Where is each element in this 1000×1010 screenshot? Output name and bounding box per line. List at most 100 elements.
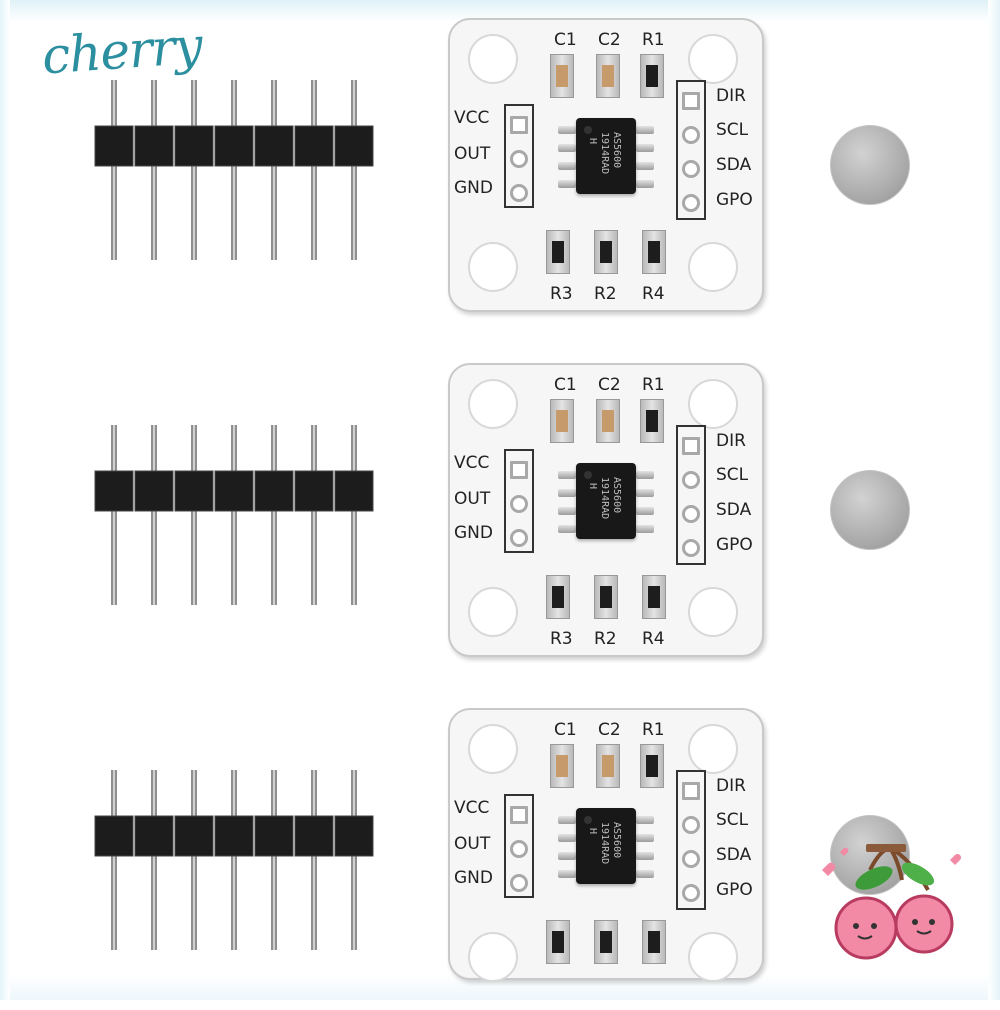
solder-pad [682,126,700,144]
pin-label-out: OUT [454,144,491,164]
label-r1: R1 [642,375,665,395]
mounting-hole [688,932,738,982]
as5600-chip: AS5600 1914RAD H [558,118,654,194]
solder-pad [682,194,700,212]
solder-pad [510,806,528,824]
sensor-board: C1 C2 R1 VCC OUT GND AS5600 1914RAD H [448,363,764,657]
pin-label-scl: SCL [716,810,749,830]
pin-label-gnd: GND [454,868,493,888]
resistor-r3 [546,230,570,274]
pin-label-vcc: VCC [454,108,490,128]
mounting-hole [468,932,518,982]
solder-pad [682,437,700,455]
magnet-disc-icon [830,125,910,205]
brand-logo: cherry [40,16,204,86]
pin-label-dir: DIR [716,431,746,451]
right-pin-row [676,80,706,220]
label-r4: R4 [642,284,665,304]
capacitor-c2 [596,54,620,98]
mounting-hole [688,587,738,637]
frame-right [988,0,1000,1000]
header-plastic-block [214,470,254,512]
mounting-hole [468,724,518,774]
resistor-r3 [546,920,570,964]
right-pin-row [676,425,706,565]
resistor-r4 [642,230,666,274]
header-plastic-block [214,815,254,857]
solder-pad [682,160,700,178]
solder-pad [682,539,700,557]
solder-pad [682,471,700,489]
header-plastic-block [134,125,174,167]
header-plastic-block [294,470,334,512]
mounting-hole [468,242,518,292]
chip-marking: AS5600 1914RAD H [587,477,622,520]
label-r4: R4 [642,629,665,649]
resistor-r1 [640,744,664,788]
solder-pad [510,840,528,858]
left-pin-row [504,794,534,898]
as5600-chip: AS5600 1914RAD H [558,463,654,539]
pin-label-sda: SDA [716,845,752,865]
mounting-hole [688,724,738,774]
label-r2: R2 [594,629,617,649]
as5600-chip: AS5600 1914RAD H [558,808,654,884]
capacitor-c2 [596,744,620,788]
resistor-r4 [642,920,666,964]
pin-label-sda: SDA [716,500,752,520]
solder-pad [682,782,700,800]
solder-pad [682,92,700,110]
solder-pad [510,116,528,134]
frame-top [0,0,1000,22]
header-plastic-block [174,125,214,167]
pin-label-out: OUT [454,834,491,854]
header-plastic-block [294,125,334,167]
resistor-r4 [642,575,666,619]
solder-pad [510,461,528,479]
capacitor-c1 [550,399,574,443]
product-set-2: C1 C2 R1 VCC OUT GND AS5600 1914RAD H [0,345,1000,665]
header-plastic-block [254,470,294,512]
frame-left [0,0,10,1000]
pin-label-gpo: GPO [716,190,753,210]
resistor-r2 [594,575,618,619]
capacitor-c1 [550,54,574,98]
left-pin-row [504,449,534,553]
capacitor-c2 [596,399,620,443]
pin-header-icon [94,80,374,260]
pin-label-gnd: GND [454,178,493,198]
pin-label-scl: SCL [716,465,749,485]
pin-header-icon [94,770,374,950]
mounting-hole [688,379,738,429]
header-plastic-block [94,470,134,512]
resistor-r1 [640,399,664,443]
solder-pad [682,884,700,902]
label-r1: R1 [642,720,665,740]
label-c2: C2 [598,375,621,395]
capacitor-c1 [550,744,574,788]
pin-header-icon [94,425,374,605]
label-r3: R3 [550,629,573,649]
label-c2: C2 [598,30,621,50]
pin-label-out: OUT [454,489,491,509]
product-set-1: C1 C2 R1 VCC OUT GND AS5600 1914RAD H [0,0,1000,320]
solder-pad [682,505,700,523]
left-pin-row [504,104,534,208]
label-c2: C2 [598,720,621,740]
label-r1: R1 [642,30,665,50]
resistor-r2 [594,230,618,274]
solder-pad [510,184,528,202]
resistor-r1 [640,54,664,98]
product-set-3: C1 C2 R1 VCC OUT GND AS5600 1914RAD H [0,690,1000,1010]
label-r2: R2 [594,284,617,304]
label-c1: C1 [554,720,577,740]
label-c1: C1 [554,30,577,50]
mounting-hole [468,34,518,84]
mounting-hole [688,34,738,84]
solder-pad [510,529,528,547]
header-plastic-block [334,470,374,512]
pin-label-vcc: VCC [454,798,490,818]
header-plastic-block [254,125,294,167]
sensor-board: C1 C2 R1 VCC OUT GND AS5600 1914RAD H [448,18,764,312]
resistor-r2 [594,920,618,964]
